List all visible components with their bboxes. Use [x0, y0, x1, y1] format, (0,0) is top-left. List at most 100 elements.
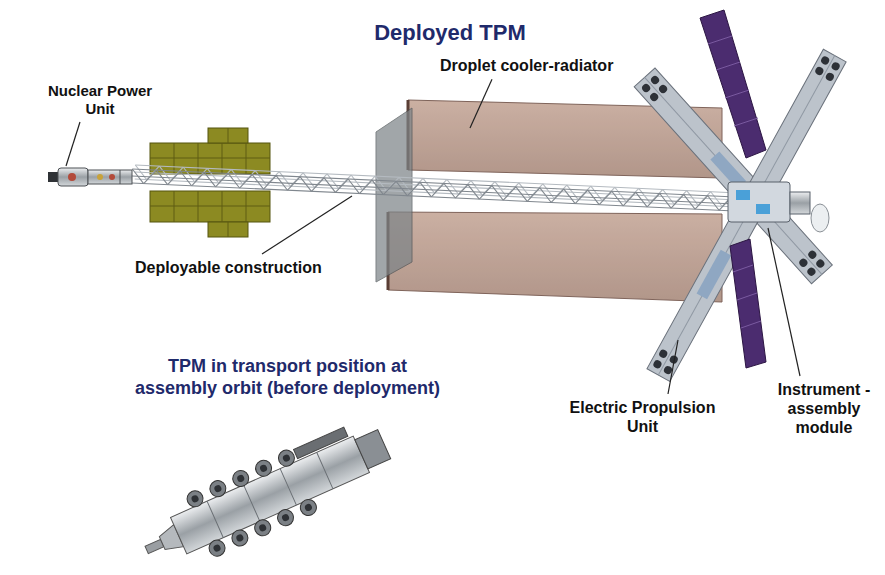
truss-girder: [615, 187, 626, 202]
truss-girder: [204, 172, 215, 187]
transport-model: [185, 488, 206, 509]
propulsion-arm: [820, 55, 831, 66]
truss-girder: [455, 185, 468, 198]
truss-girder: [423, 178, 434, 193]
truss-girder: [564, 189, 575, 204]
truss-girder: [135, 165, 146, 180]
truss-girder: [623, 192, 636, 205]
truss-girder: [540, 188, 551, 203]
transport-model: [207, 478, 228, 499]
truss-girder: [660, 193, 671, 208]
truss-girder: [359, 180, 372, 193]
transport-model: [282, 454, 291, 463]
truss-girder: [636, 192, 647, 207]
truss-girder: [591, 186, 602, 201]
truss-girder: [231, 169, 242, 184]
truss-girder: [348, 179, 359, 194]
nuclear-power-unit: [48, 168, 132, 186]
propulsion-arm: [814, 66, 825, 77]
truss-girder: [276, 176, 287, 191]
truss-girder: [444, 183, 455, 198]
truss-girder: [663, 189, 674, 204]
transport-model: [281, 513, 290, 522]
propulsion-arm: [649, 91, 660, 102]
propulsion-arm: [652, 359, 663, 370]
instrument-module: [756, 204, 770, 214]
transport-model: [298, 497, 319, 518]
truss-girder: [639, 188, 650, 203]
truss-girder: [647, 193, 660, 206]
truss-girder: [135, 165, 738, 193]
transport-model: [236, 474, 245, 483]
radiator-sheets: [388, 212, 722, 302]
solar-panels: [730, 239, 766, 368]
propulsion-arm: [807, 249, 818, 260]
transport-model: [171, 436, 370, 554]
transport-model: [190, 454, 313, 553]
truss-girder: [252, 175, 263, 190]
transport-model: [230, 468, 251, 489]
truss-girder: [375, 176, 386, 191]
transport-model: [275, 507, 296, 528]
truss-girder: [228, 173, 239, 188]
truss-girder: [383, 181, 396, 194]
propulsion-arm: [798, 257, 809, 268]
truss-girder: [695, 196, 708, 209]
diagram-title: Deployed TPM: [340, 20, 560, 46]
propulsion-arm: [658, 348, 669, 359]
truss-girder: [255, 171, 266, 186]
truss-girder: [551, 189, 564, 202]
truss-girder: [396, 181, 407, 196]
truss-girder: [311, 178, 324, 191]
nuclear-power-unit: [58, 168, 88, 186]
transport-model: [355, 430, 391, 469]
truss-girder: [300, 177, 311, 192]
truss-girder: [588, 190, 599, 205]
callout-label: Instrument -assembly module: [768, 380, 880, 438]
callout-label: Nuclear Power Unit: [40, 82, 160, 118]
truss-girder: [168, 171, 181, 184]
leader-line: [668, 340, 678, 394]
nuclear-power-unit: [97, 174, 103, 180]
truss-girder: [420, 182, 431, 197]
transport-model: [206, 538, 227, 559]
truss-girder: [216, 173, 229, 186]
nuclear-power-unit: [68, 173, 76, 181]
transport-model: [304, 503, 313, 512]
transport-model: [185, 448, 319, 559]
truss-girder: [492, 186, 503, 201]
propulsion-arm: [824, 71, 835, 82]
propulsion-arm: [649, 74, 660, 85]
truss-girder: [324, 178, 335, 193]
truss-girder: [527, 188, 540, 201]
truss-girder: [240, 175, 253, 188]
figure-heading: TPM in transport position at assembly or…: [130, 356, 445, 399]
leader-line: [470, 79, 492, 128]
truss-girder: [303, 173, 314, 188]
transport-model: [294, 427, 348, 459]
truss-structure: [132, 165, 739, 211]
leader-line: [768, 228, 800, 376]
nuclear-power-unit: [48, 172, 58, 182]
truss-girder: [431, 183, 444, 196]
truss-girder: [132, 183, 735, 211]
propulsion-arm: [806, 266, 817, 277]
solar-panels: [733, 265, 761, 328]
instrument-module: [728, 182, 790, 222]
nuclear-power-unit: [88, 170, 132, 184]
leader-line: [262, 196, 352, 254]
truss-girder: [135, 172, 738, 200]
propulsion-arm: [641, 82, 652, 93]
callout-label: Electric Propulsion Unit: [560, 398, 725, 436]
instrument-module: [811, 204, 829, 232]
transport-model: [259, 464, 268, 473]
truss-girder: [327, 174, 338, 189]
instrument-module: [728, 182, 829, 232]
truss-girder: [264, 176, 277, 189]
propulsion-arm: [657, 83, 668, 94]
propulsion-arm: [815, 258, 826, 269]
truss-girder: [495, 182, 506, 197]
truss-girder: [708, 196, 719, 211]
solar-panels: [700, 10, 766, 158]
